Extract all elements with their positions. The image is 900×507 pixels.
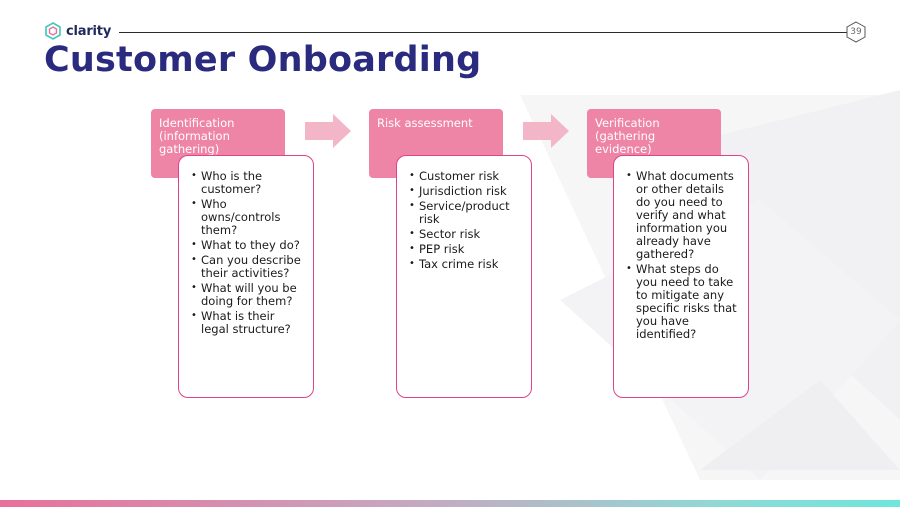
step-card-verification: What documents or other details do you n… — [613, 155, 749, 398]
brand-logo-text: clarity — [66, 23, 112, 39]
page-number: 39 — [850, 27, 862, 37]
right-arrow-icon — [523, 114, 569, 148]
bottom-gradient-bar — [0, 500, 900, 507]
step-card-list: Customer risk Jurisdiction risk Service/… — [407, 169, 523, 271]
list-item: Customer risk — [407, 169, 523, 183]
list-item: What to they do? — [189, 238, 305, 252]
list-item: Can you describe their activities? — [189, 253, 305, 280]
right-arrow-icon — [305, 114, 351, 148]
step-header-identification: Identification (information gathering) — [151, 109, 285, 178]
step-card-risk-assessment: Customer risk Jurisdiction risk Service/… — [396, 155, 532, 398]
list-item: What documents or other details do you n… — [624, 169, 740, 261]
hexagon-badge-icon — [846, 21, 866, 43]
step-card-list: Who is the customer? Who owns/controls t… — [189, 169, 305, 336]
list-item: Sector risk — [407, 227, 523, 241]
list-item: Who owns/controls them? — [189, 197, 305, 237]
page-number-badge: 39 — [846, 21, 866, 43]
page-title: Customer Onboarding — [44, 40, 482, 80]
list-item: What will you be doing for them? — [189, 281, 305, 308]
list-item: What is their legal structure? — [189, 309, 305, 336]
step-card-list: What documents or other details do you n… — [624, 169, 740, 341]
list-item: What steps do you need to take to mitiga… — [624, 262, 740, 341]
list-item: Jurisdiction risk — [407, 184, 523, 198]
clarity-hexagon-logo-icon — [45, 22, 61, 40]
step-card-identification: Who is the customer? Who owns/controls t… — [178, 155, 314, 398]
list-item: Service/product risk — [407, 199, 523, 226]
header-divider — [119, 32, 847, 33]
list-item: PEP risk — [407, 242, 523, 256]
list-item: Tax crime risk — [407, 257, 523, 271]
brand-logo: clarity — [44, 22, 111, 40]
list-item: Who is the customer? — [189, 169, 305, 196]
